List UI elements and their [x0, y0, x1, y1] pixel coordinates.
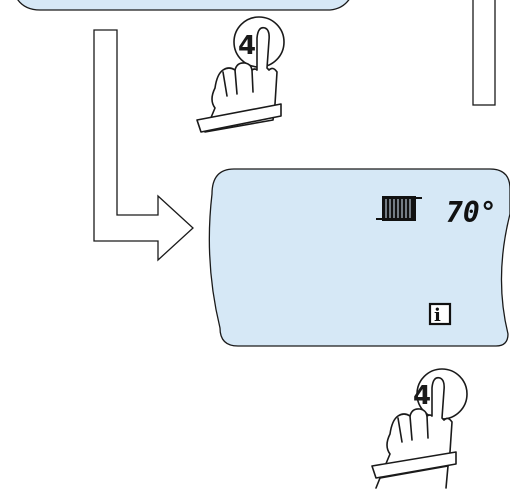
button-number: 4	[238, 31, 256, 61]
flow-arrow	[93, 29, 194, 262]
lcd-display-previous	[17, 0, 350, 11]
hand-press-icon	[196, 26, 282, 133]
hand-press-icon	[371, 376, 457, 489]
hand-press-top: 4	[196, 16, 285, 133]
hand-press-bottom: 4	[371, 368, 468, 489]
lcd-display: 70° i	[208, 168, 510, 347]
radiator-icon	[376, 196, 422, 221]
info-icon: i	[428, 302, 452, 326]
side-bar	[472, 0, 496, 106]
temperature-value: 70°	[446, 196, 497, 229]
button-number: 4	[413, 381, 431, 411]
info-label: i	[434, 305, 441, 326]
